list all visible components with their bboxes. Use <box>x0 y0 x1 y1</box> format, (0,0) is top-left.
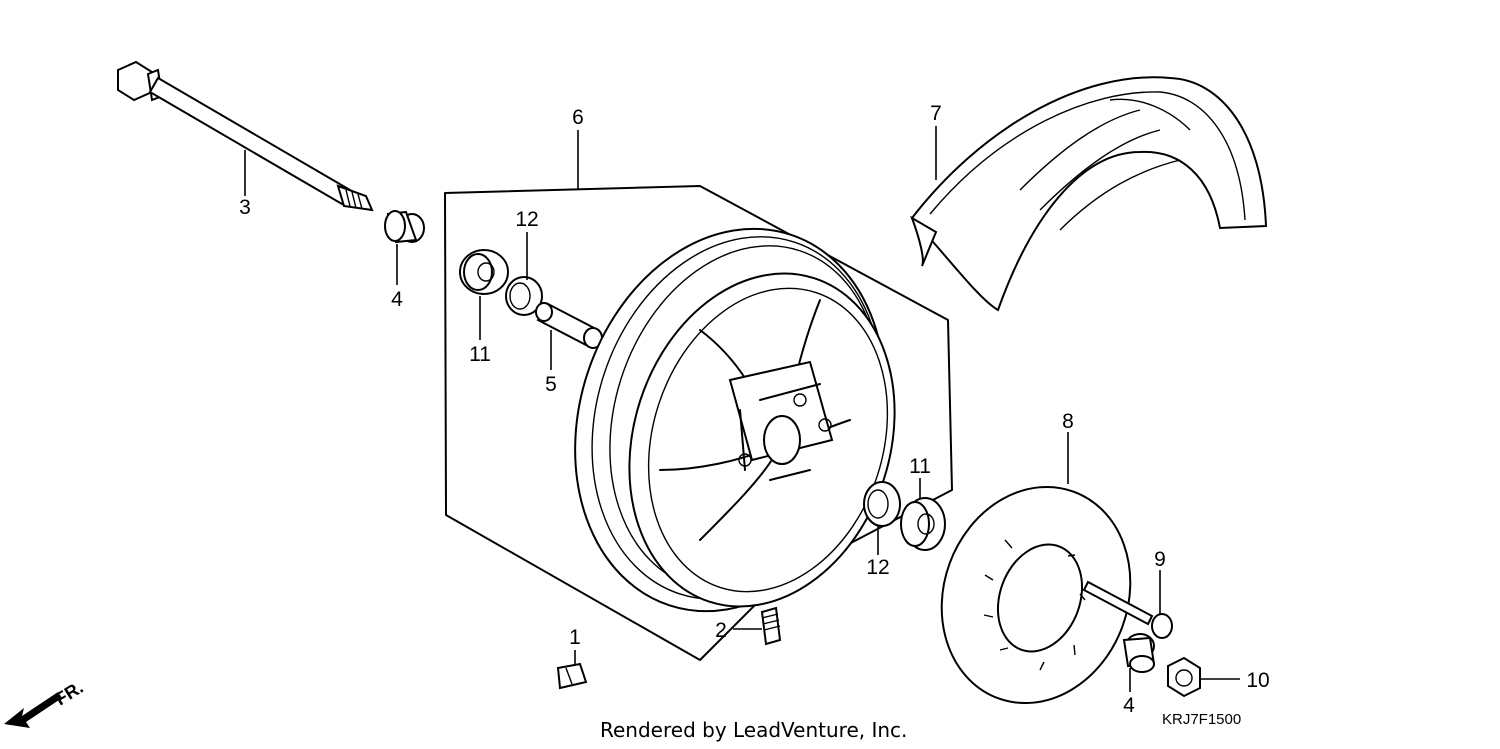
callout-4-left: 4 <box>391 288 403 311</box>
callout-8: 8 <box>1062 410 1074 433</box>
tire-valve[interactable] <box>760 606 782 646</box>
callout-11-left: 11 <box>469 343 491 366</box>
diagram-code: KRJ7F1500 <box>1162 711 1241 728</box>
disc-bolt[interactable] <box>1082 580 1173 639</box>
callout-6: 6 <box>572 106 584 129</box>
brake-disc[interactable] <box>912 460 1160 730</box>
callout-12-right: 12 <box>866 556 889 579</box>
callout-12-left: 12 <box>515 208 538 231</box>
callout-7: 7 <box>930 102 942 125</box>
callout-10: 10 <box>1246 669 1269 692</box>
callout-3: 3 <box>239 196 251 219</box>
front-direction-indicator: FR. <box>4 677 87 728</box>
wheel-assembly-bracket <box>444 185 953 661</box>
direction-label: FR. <box>52 677 87 709</box>
collar-left[interactable] <box>384 210 425 244</box>
collar-right[interactable] <box>1122 633 1156 673</box>
bearing-right[interactable] <box>900 497 946 551</box>
front-wheel-rim[interactable] <box>527 188 936 652</box>
callout-5: 5 <box>545 373 557 396</box>
oil-seal-left[interactable] <box>505 276 543 316</box>
bearing-left[interactable] <box>459 249 509 295</box>
axle-nut[interactable] <box>1167 656 1201 698</box>
callout-11-right: 11 <box>909 455 931 478</box>
axle-bolt[interactable] <box>117 60 374 212</box>
callout-2: 2 <box>715 619 727 642</box>
balance-weight[interactable] <box>556 662 588 690</box>
distance-collar[interactable] <box>535 302 603 349</box>
callout-4-right: 4 <box>1123 694 1135 717</box>
callout-9: 9 <box>1154 548 1166 571</box>
front-tire[interactable] <box>910 76 1268 312</box>
oil-seal-right[interactable] <box>863 481 901 527</box>
leader-lines <box>244 126 1240 692</box>
direction-arrow-icon <box>4 692 62 728</box>
callout-1: 1 <box>569 626 581 649</box>
credit-text: Rendered by LeadVenture, Inc. <box>600 718 907 742</box>
